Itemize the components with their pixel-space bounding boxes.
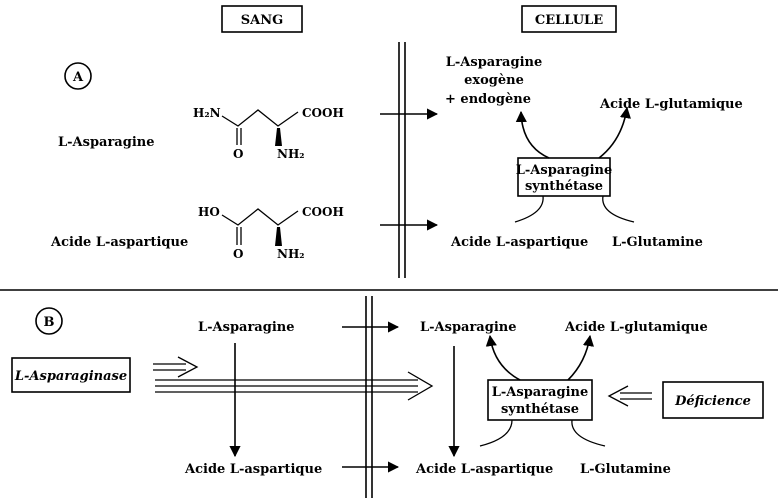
asn-oxygen: O <box>233 147 243 161</box>
membrane-a <box>398 42 406 278</box>
aspartate-substrate-curve-b <box>479 419 513 447</box>
glutamic-acid-a: Acide L-glutamique <box>599 97 743 112</box>
asp-oxygen: O <box>233 247 243 261</box>
glutamine-a: L-Glutamine <box>612 235 703 250</box>
deficiency-label: Déficience <box>674 394 751 409</box>
panel-a-letter: A <box>72 70 84 85</box>
synthetase-a-line1: L-Asparagine <box>516 163 612 178</box>
membrane-b <box>365 296 373 498</box>
cell-asparagine-pool: L-Asparagine exogène + endogène <box>445 55 542 107</box>
synthetase-b-line1: L-Asparagine <box>492 385 588 400</box>
blood-header: SANG <box>221 5 303 33</box>
asparaginase-label: L-Asparaginase <box>14 369 127 384</box>
aspartic-acid-name: Acide L-aspartique <box>50 235 188 250</box>
blood-header-label: SANG <box>241 13 283 28</box>
cell-aspartic-acid-a: Acide L-aspartique <box>450 235 588 250</box>
asn-h2n: H₂N <box>193 106 221 120</box>
cell-header-label: CELLULE <box>535 13 603 28</box>
blood-asparagine-b: L-Asparagine <box>198 320 294 335</box>
asp-nh2: NH₂ <box>277 247 305 261</box>
glutamine-substrate-curve-a <box>602 195 635 223</box>
aspartic-acid-structure: HO COOH O NH₂ <box>198 205 344 261</box>
asn-product-arrow-a <box>515 110 550 159</box>
blood-aspartic-acid-b: Acide L-aspartique <box>184 462 322 477</box>
glutamate-product-arrow-a <box>598 106 631 159</box>
deficiency-arrow <box>607 385 652 407</box>
cell-asn-line1: L-Asparagine <box>446 55 542 70</box>
asn-nh2: NH₂ <box>277 147 305 161</box>
panel-b-letter: B <box>44 315 55 330</box>
glutamine-b: L-Glutamine <box>580 462 671 477</box>
glutamate-product-arrow-b <box>567 334 594 381</box>
panel-b-label: B <box>35 307 63 335</box>
asp-ho: HO <box>198 205 220 219</box>
cell-asn-line2: exogène <box>464 73 524 88</box>
asparaginase-box: L-Asparaginase <box>11 357 131 393</box>
synthetase-b-line2: synthétase <box>501 402 579 417</box>
glutamine-substrate-curve-b <box>571 419 606 447</box>
glutamic-acid-b: Acide L-glutamique <box>564 320 708 335</box>
synthetase-a-line2: synthétase <box>525 179 603 194</box>
asn-product-arrow-b <box>485 334 521 381</box>
synthetase-box-a: L-Asparagine synthétase <box>516 157 612 197</box>
aspartate-substrate-curve-a <box>514 195 544 223</box>
panel-a-label: A <box>64 62 92 90</box>
deficiency-box: Déficience <box>662 381 764 419</box>
asparagine-name: L-Asparagine <box>58 135 154 150</box>
cell-header: CELLULE <box>521 5 617 33</box>
synthetase-box-b: L-Asparagine synthétase <box>487 379 593 421</box>
cell-asparagine-b: L-Asparagine <box>420 320 516 335</box>
asparaginase-short-arrow <box>153 356 199 378</box>
asn-cooh: COOH <box>302 106 344 120</box>
asparagine-structure: H₂N COOH O NH₂ <box>193 106 344 161</box>
cell-asn-line3: + endogène <box>445 92 531 107</box>
cell-aspartic-acid-b: Acide L-aspartique <box>415 462 553 477</box>
asparaginase-long-arrow <box>155 371 434 401</box>
asp-cooh: COOH <box>302 205 344 219</box>
